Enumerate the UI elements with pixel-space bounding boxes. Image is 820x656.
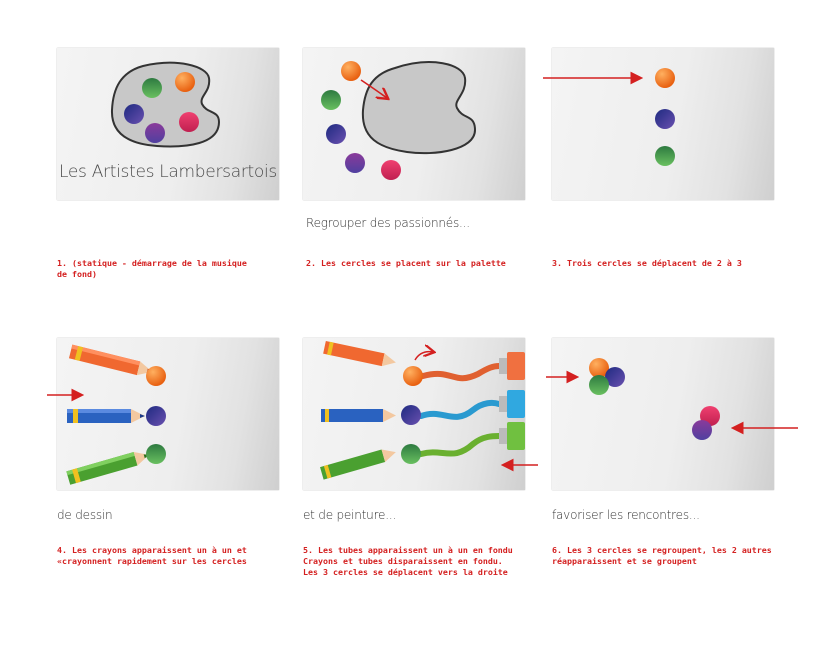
circles-illustration [655, 68, 675, 166]
storyboard-panel-1: Les Artistes Lambersartois [57, 48, 279, 200]
blue-circle [326, 124, 346, 144]
palette-illustration [321, 61, 477, 180]
pencil-icon [68, 344, 153, 376]
arrow-icon [47, 388, 85, 402]
storyboard-panel-4 [57, 338, 279, 490]
blue-circle [401, 405, 421, 425]
palette-illustration [110, 61, 221, 148]
storyboard-panel-6 [552, 338, 774, 490]
palette-icon [110, 61, 221, 148]
pencil-icon [66, 452, 150, 485]
arrow-icon [500, 458, 538, 472]
paint-tube-icon [499, 390, 525, 418]
pencils-illustration [66, 344, 166, 485]
arrow-icon [730, 421, 798, 435]
orange-circle [589, 358, 609, 378]
logo-text: Les Artistes Lambersartois [59, 162, 277, 182]
pink-circle [179, 112, 199, 132]
arrow-icon [543, 71, 644, 85]
purple-circle [345, 153, 365, 173]
note-5: 5. Les tubes apparaissent un à un en fon… [303, 545, 513, 577]
orange-circle [655, 68, 675, 88]
arrow-icon [360, 79, 387, 98]
pencil-icon [320, 449, 396, 480]
storyboard-panel-3 [552, 48, 774, 200]
note-1: 1. (statique - démarrage de la musique d… [57, 258, 247, 279]
palette-icon [361, 61, 477, 155]
green-circle [655, 146, 675, 166]
storyboard-panel-2 [303, 48, 525, 200]
purple-circle [145, 123, 165, 143]
pencil-icon [67, 409, 145, 423]
pencil-icon [321, 409, 396, 422]
note-2: 2. Les cercles se placent sur la palette [306, 258, 506, 268]
green-circle [401, 444, 421, 464]
orange-circle [146, 366, 166, 386]
pencils-tubes-illustration [320, 340, 525, 480]
pink-circle [381, 160, 401, 180]
blue-circle [124, 104, 144, 124]
paint-tube-icon [499, 352, 525, 380]
note-6: 6. Les 3 cercles se regroupent, les 2 au… [552, 545, 772, 566]
orange-circle [175, 72, 195, 92]
storyboard-panel-5 [303, 338, 525, 490]
caption-2: Regrouper des passionnés... [306, 216, 470, 230]
caption-4: de dessin [57, 508, 113, 522]
orange-circle [341, 61, 361, 81]
grouped-circles-illustration [589, 358, 720, 440]
caption-5: et de peinture... [303, 508, 397, 522]
arrow-icon [414, 352, 433, 361]
purple-circle [692, 420, 712, 440]
green-circle [589, 375, 609, 395]
pencil-icon [323, 340, 396, 367]
green-circle [321, 90, 341, 110]
paint-tube-icon [499, 422, 525, 450]
caption-6: favoriser les rencontres... [552, 508, 700, 522]
green-circle [146, 444, 166, 464]
blue-circle [146, 406, 166, 426]
green-circle [142, 78, 162, 98]
note-4: 4. Les crayons apparaissent un à un et «… [57, 545, 247, 566]
arrow-icon [546, 370, 580, 384]
note-3: 3. Trois cercles se déplacent de 2 à 3 [552, 258, 742, 268]
orange-circle [403, 366, 423, 386]
blue-circle [605, 367, 625, 387]
blue-circle [655, 109, 675, 129]
